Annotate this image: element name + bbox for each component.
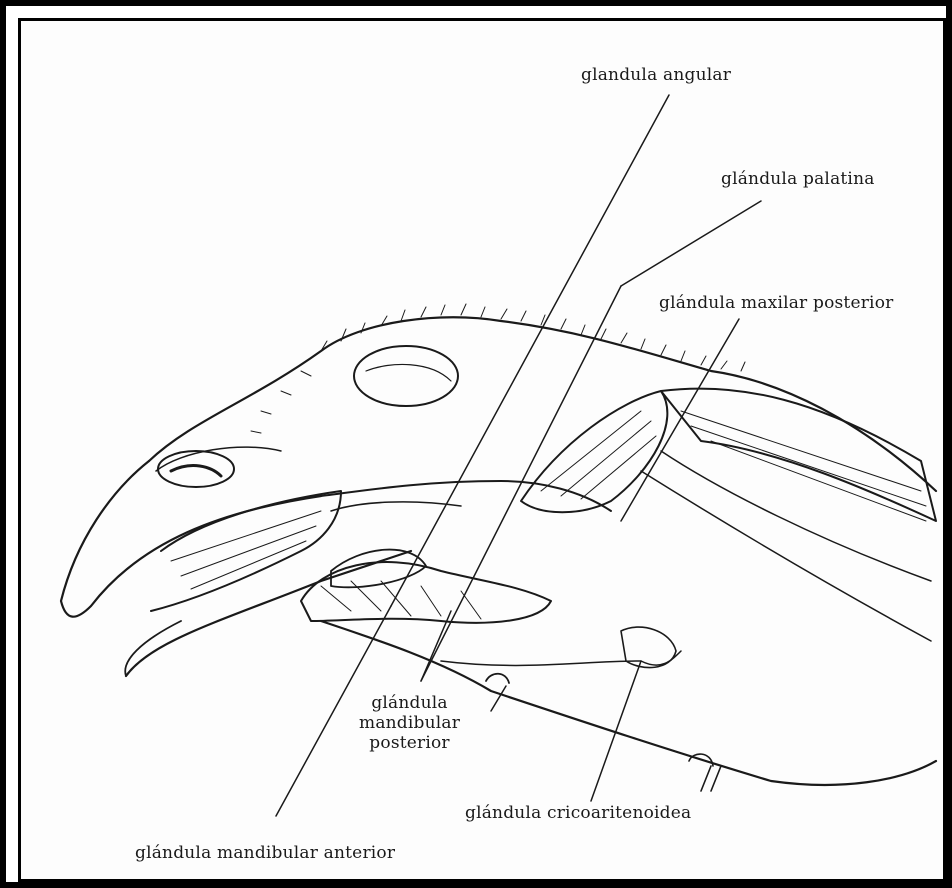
eye <box>354 346 458 406</box>
label-glandula-palatina: glándula palatina <box>721 169 875 189</box>
label-line-3: posterior <box>359 733 460 753</box>
label-glandula-maxilar-posterior: glándula maxilar posterior <box>659 293 893 313</box>
label-glandula-cricoaritenoidea: glándula cricoaritenoidea <box>465 803 691 823</box>
label-line-2: mandibular <box>359 713 460 733</box>
label-glandula-mandibular-anterior: glándula mandibular anterior <box>135 843 395 863</box>
leader-palatina <box>621 201 761 286</box>
leader-palatina-2 <box>421 286 621 681</box>
label-glandula-angular: glandula angular <box>581 65 731 85</box>
bird-head-illustration <box>21 21 946 882</box>
lower-beak <box>126 551 411 676</box>
leader-cricoaritenoidea <box>591 661 641 801</box>
label-glandula-mandibular-posterior: glándula mandibular posterior <box>359 693 460 753</box>
nostril <box>158 451 234 487</box>
mandibular-posterior-gland <box>301 562 551 623</box>
mouth-cavity <box>151 491 341 611</box>
label-line-1: glándula <box>359 693 460 713</box>
figure-panel: glandula angular glándula palatina glánd… <box>18 18 946 882</box>
head-outline <box>149 317 936 491</box>
neck-muscle-3 <box>661 451 931 581</box>
neck-muscle-1 <box>521 391 667 512</box>
